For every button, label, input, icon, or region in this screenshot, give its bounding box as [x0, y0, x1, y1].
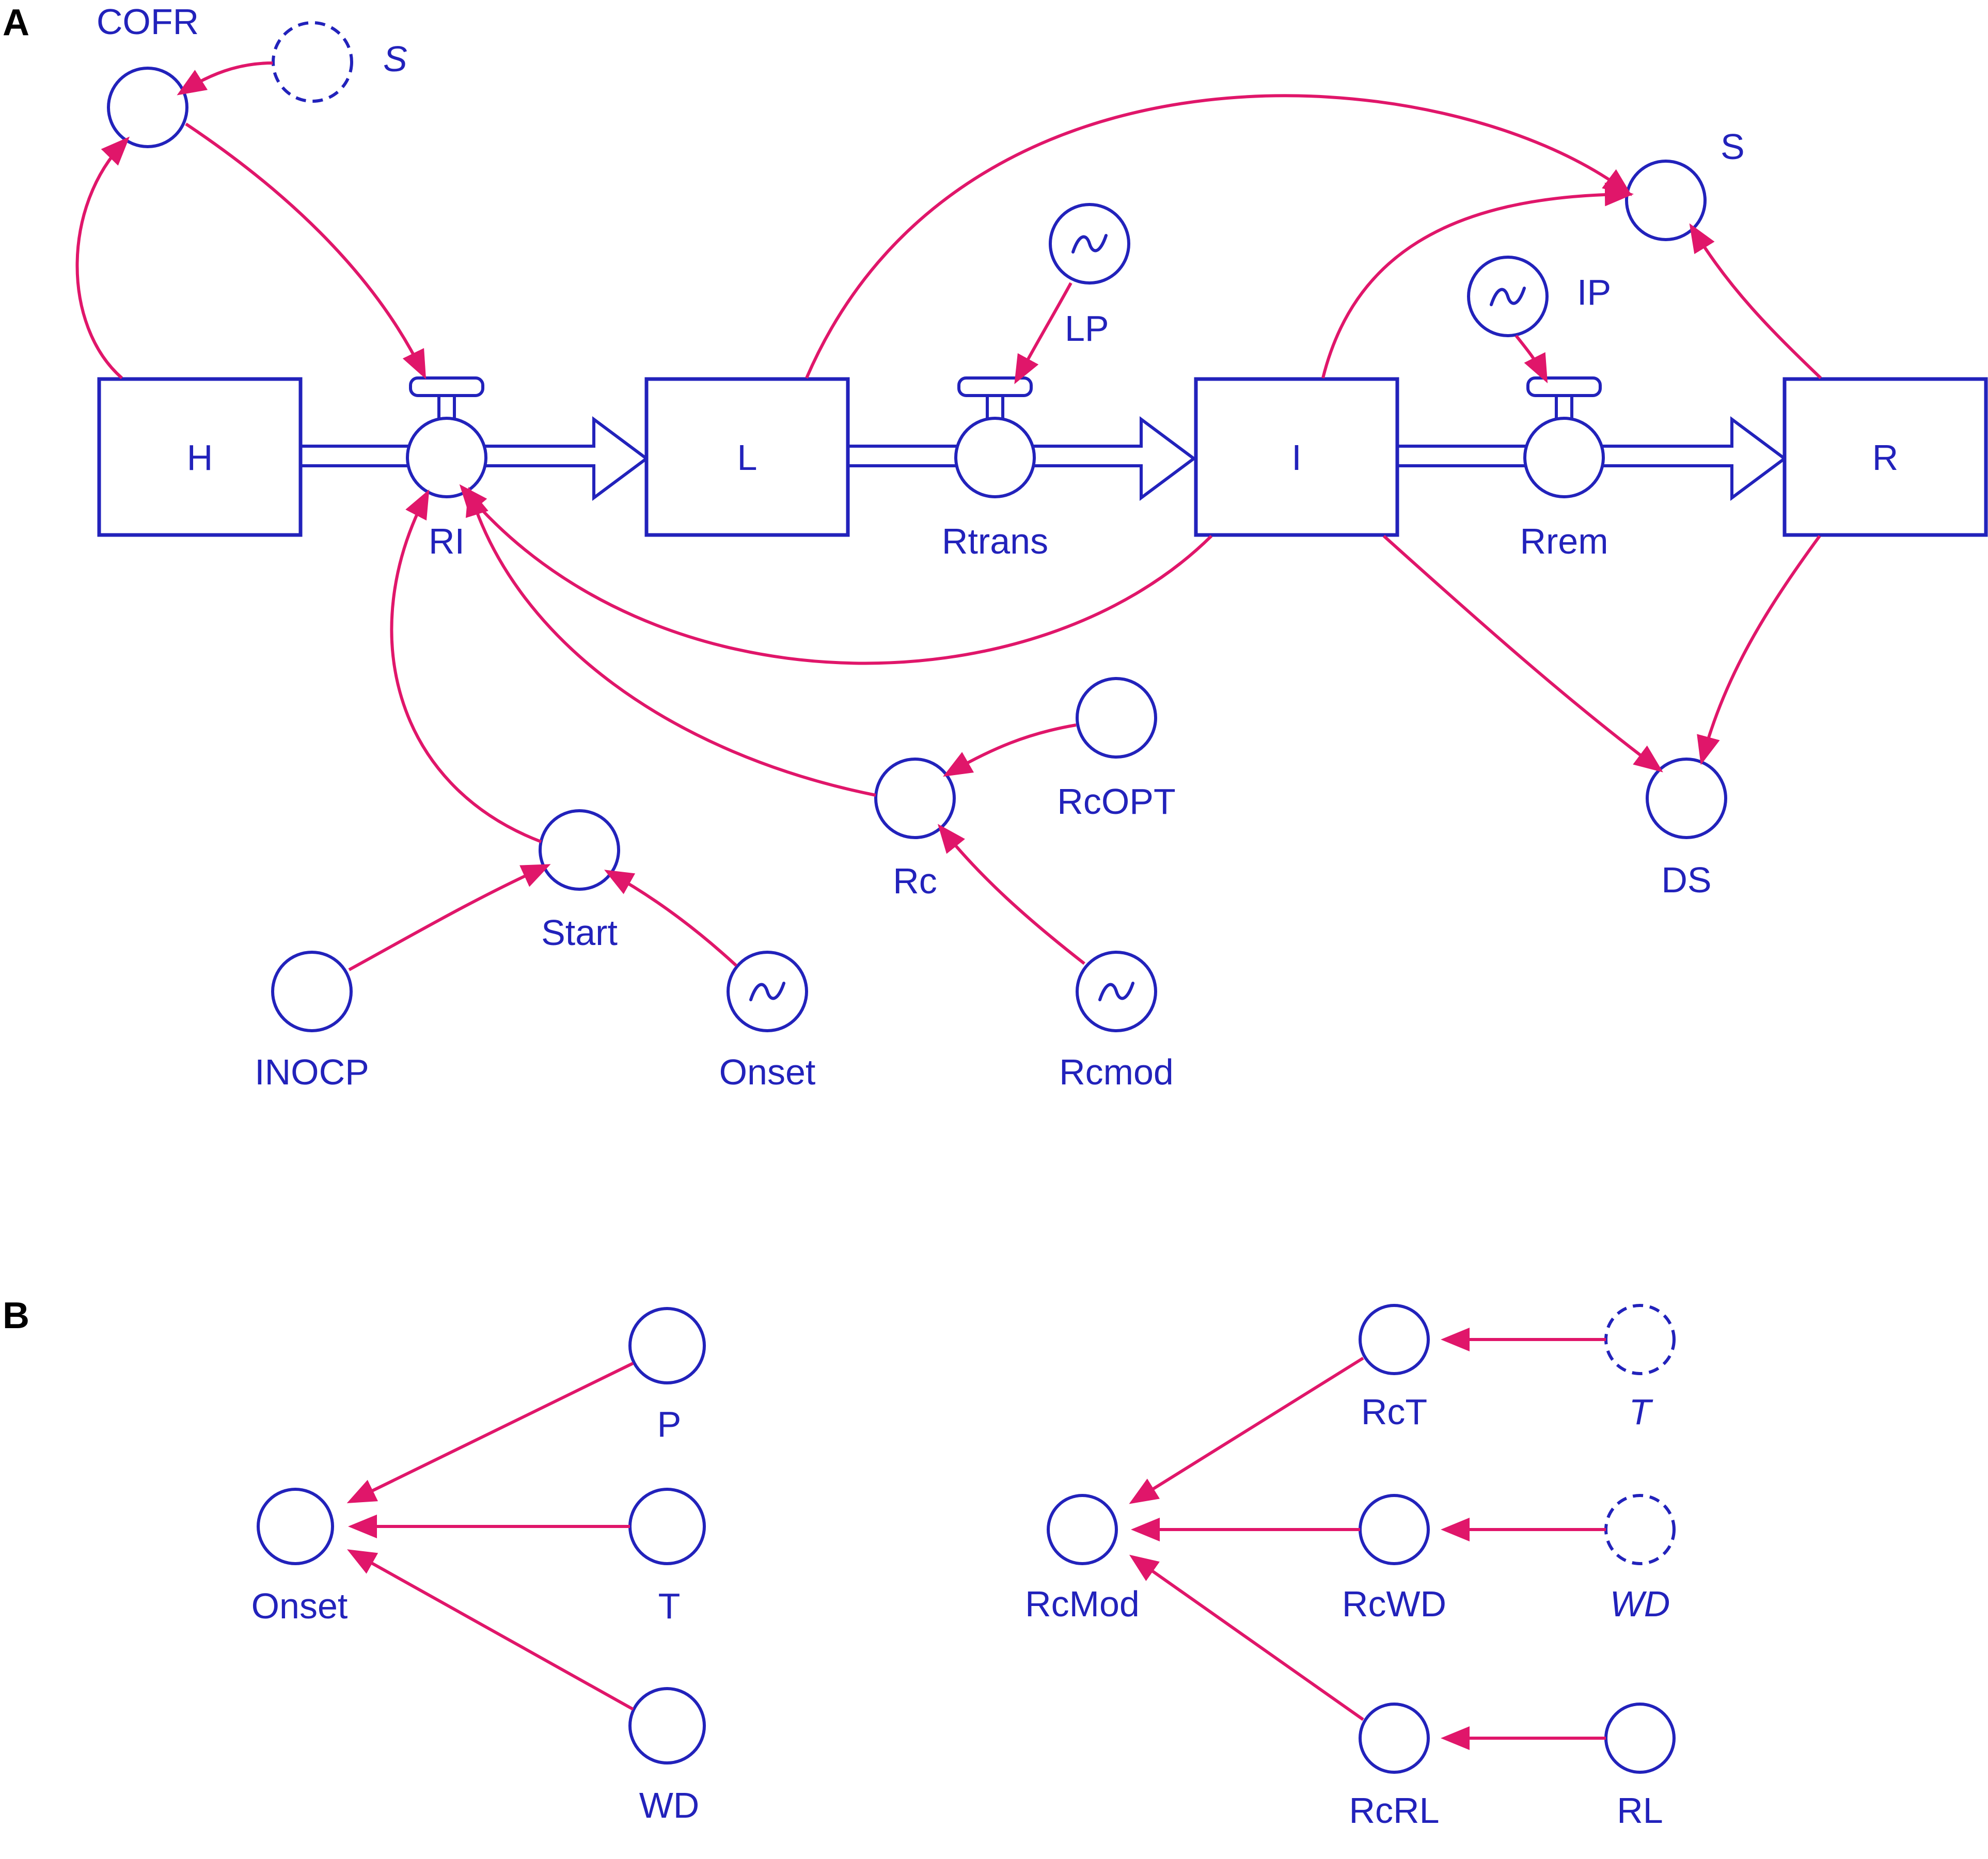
converter-rcopt: RcOPT [1057, 677, 1176, 822]
wave-icon [749, 982, 785, 1001]
link-p-to-onset [346, 1362, 634, 1504]
panel-label-b: B [3, 1295, 29, 1336]
rcwd-label: RcWD [1342, 1584, 1446, 1624]
stock-i-label: I [1291, 437, 1301, 478]
link-lp-to-rtrans [1014, 282, 1072, 385]
link-h-to-cofr [75, 136, 130, 380]
link-s-to-cofr [177, 61, 273, 96]
flow-valve-ri: RI [406, 376, 487, 561]
wave-icon [1071, 234, 1108, 254]
converter-cofr: COFR [97, 2, 199, 148]
rcrl-label: RcRL [1349, 1790, 1439, 1831]
converter-p: P [628, 1307, 706, 1444]
flow-ri-label: RI [429, 521, 465, 561]
lp-label: LP [1065, 308, 1109, 349]
ds-label: DS [1661, 860, 1711, 900]
link-rcopt-to-rc [943, 723, 1077, 777]
start-label: Start [541, 912, 618, 953]
link-start-to-ri [390, 489, 542, 843]
link-i-to-ri [459, 484, 1213, 665]
link-l-to-s [805, 94, 1632, 379]
links-panel-b [346, 1328, 1606, 1750]
cofr-label: COFR [97, 2, 199, 42]
wave-icon [1098, 982, 1134, 1001]
link-rcmod-to-rc [937, 824, 1085, 965]
converter-start: Start [539, 809, 620, 953]
onset-label-b: Onset [251, 1586, 348, 1626]
rcmod-label: Rcmod [1059, 1052, 1174, 1092]
flow-valve-rtrans: Rtrans [942, 376, 1048, 561]
ghost-s-top: S [272, 21, 407, 103]
link-inocp-to-start [348, 864, 551, 971]
ghost-t: T [1604, 1304, 1676, 1432]
graphical-onset: Onset [719, 951, 816, 1092]
converter-s: S [1625, 127, 1745, 241]
link-rcrl-to-rcmod [1129, 1554, 1364, 1721]
link-wd-to-onset [347, 1549, 634, 1711]
stock-l-label: L [737, 437, 758, 478]
link-i-to-ds [1382, 534, 1663, 773]
ip-label: IP [1577, 272, 1611, 312]
link-rct-to-rcmod [1129, 1357, 1364, 1504]
flow-rrem-label: Rrem [1520, 521, 1608, 561]
link-cofr-to-ri [185, 122, 427, 380]
stock-h: H [97, 377, 303, 537]
link-i-to-s [1321, 182, 1634, 379]
graphical-rcmod: Rcmod [1059, 951, 1174, 1092]
converter-t: T [628, 1488, 706, 1626]
link-ip-to-rrem [1514, 335, 1548, 384]
rcopt-label: RcOPT [1057, 781, 1175, 822]
ghost-wd: WD [1604, 1494, 1676, 1624]
link-rc-to-ri [465, 486, 876, 797]
rcmod-label-b: RcMod [1025, 1584, 1140, 1624]
converter-ds: DS [1646, 758, 1727, 900]
rct-label: RcT [1361, 1392, 1427, 1432]
flow-rtrans-label: Rtrans [942, 521, 1048, 561]
p-label: P [657, 1404, 682, 1444]
ghost-s-label: S [383, 39, 407, 79]
s-label: S [1721, 127, 1745, 167]
link-r-to-s [1689, 223, 1822, 380]
converter-onset-b: Onset [251, 1488, 348, 1626]
flow-valve-rrem: Rrem [1520, 376, 1608, 561]
stock-r: R [1782, 377, 1988, 537]
stock-h-label: H [187, 437, 213, 478]
converter-inocp: INOCP [255, 951, 369, 1092]
converter-wd: WD [628, 1687, 706, 1825]
panel-label-a: A [3, 2, 29, 43]
rc-label: Rc [893, 861, 937, 901]
graphical-lp: LP [1049, 203, 1130, 349]
wd-label: WD [639, 1785, 700, 1825]
converter-rcwd: RcWD [1342, 1494, 1446, 1624]
wave-icon [1490, 287, 1526, 306]
t-label: T [658, 1586, 681, 1626]
converter-rl: RL [1604, 1703, 1676, 1831]
converter-rcrl: RcRL [1349, 1703, 1440, 1831]
link-r-to-ds [1697, 535, 1821, 765]
stock-l: L [644, 377, 850, 537]
converter-rcmod-b: RcMod [1025, 1494, 1140, 1624]
links-panel-a [75, 61, 1822, 971]
onset-label-a: Onset [719, 1052, 816, 1092]
stock-i: I [1194, 377, 1399, 537]
ghost-wd-label: WD [1610, 1584, 1670, 1624]
link-onset-to-start [604, 870, 738, 967]
inocp-label: INOCP [255, 1052, 369, 1092]
rl-label: RL [1617, 1790, 1663, 1831]
converter-rc: Rc [874, 758, 956, 901]
converter-rct: RcT [1359, 1304, 1430, 1432]
ghost-t-label: T [1629, 1392, 1653, 1432]
stock-r-label: R [1872, 437, 1899, 478]
graphical-ip: IP [1467, 256, 1611, 337]
